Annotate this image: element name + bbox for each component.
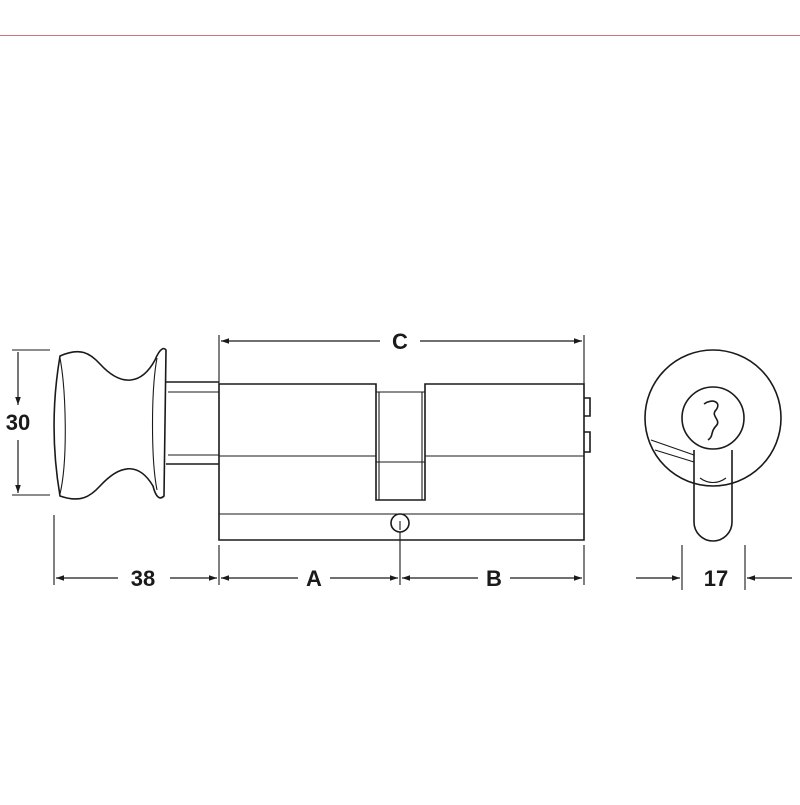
dim-bottom-chain: 38 A B xyxy=(53,515,585,591)
cam-profile xyxy=(693,450,733,542)
dim-label-30: 30 xyxy=(6,410,30,435)
dim-knob-height: 30 xyxy=(6,349,50,496)
cylinder-body xyxy=(218,383,591,541)
dim-label-c: C xyxy=(392,329,408,354)
dim-label-b: B xyxy=(486,566,502,591)
dim-label-a: A xyxy=(306,566,322,591)
escutcheon-ring xyxy=(644,349,782,487)
end-profile-view xyxy=(644,349,782,542)
top-rule xyxy=(0,35,800,36)
thumb-turn-knob xyxy=(53,347,167,500)
key-icon xyxy=(703,400,719,441)
dim-label-38: 38 xyxy=(131,566,155,591)
dim-label-17: 17 xyxy=(704,566,728,591)
spindle xyxy=(166,381,219,465)
dim-profile-width: 17 xyxy=(636,545,792,591)
key-plug xyxy=(681,386,745,450)
dim-overall-length: C xyxy=(218,329,585,384)
